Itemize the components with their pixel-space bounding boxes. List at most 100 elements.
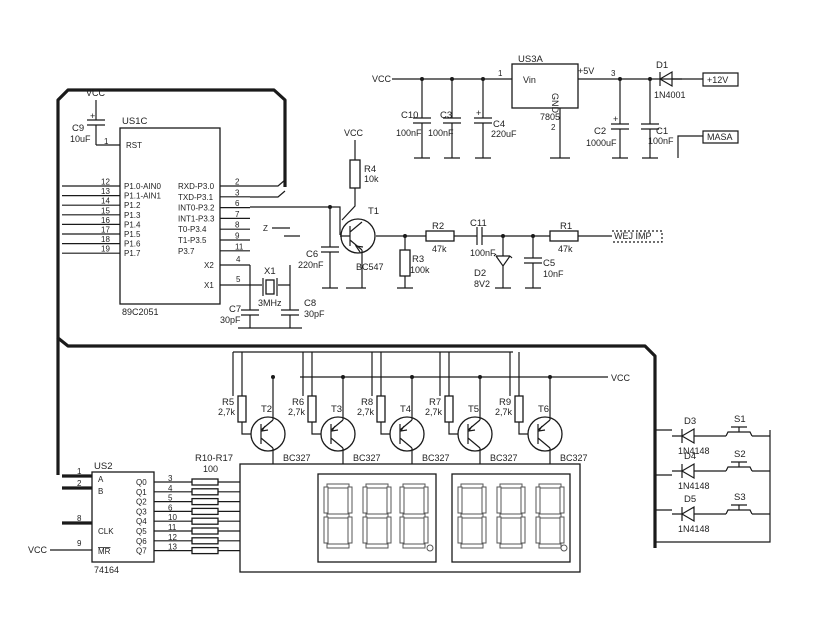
mcu-pin-num: 12: [101, 178, 110, 187]
r1-value: 47k: [558, 244, 573, 254]
regulator-pin3: 3: [611, 69, 616, 78]
mcu-x1-pin: 5: [236, 275, 241, 284]
input-stage: VCC R4 10k T1 BC547 C6 220nF R2 47k R3 1…: [250, 128, 663, 289]
x1-value: 3MHz: [258, 298, 282, 308]
t1-value: BC547: [356, 262, 384, 272]
regulator-gnd: GND: [550, 93, 560, 114]
us2-output-num: 6: [168, 503, 173, 512]
mcu-pin-num: 3: [235, 188, 240, 197]
switch-diode-ref: D4: [684, 451, 696, 462]
mcu-x2: X2: [204, 261, 214, 270]
c9-value: 10uF: [70, 134, 91, 144]
driver-transistor: [250, 416, 286, 452]
switch-ref: S3: [734, 492, 746, 503]
mcu-pin-name: T1-P3.5: [178, 236, 207, 245]
regulator-part: 7805: [540, 112, 560, 122]
r4-value: 10k: [364, 174, 379, 184]
mcu-pin-name: INT1-P3.3: [178, 214, 215, 223]
switch-diode-value: 1N4148: [678, 524, 710, 534]
switch-diode-value: 1N4148: [678, 446, 710, 456]
us2-a: A: [98, 475, 104, 484]
c6-value: 220nF: [298, 260, 324, 270]
base-resistor-ref: R7: [429, 397, 441, 408]
base-resistor-value: 2,7k: [495, 407, 513, 417]
us2-output-name: Q0: [136, 478, 147, 487]
mcu-pin-num: 17: [101, 226, 110, 235]
mcu-z-label: Z: [263, 224, 268, 233]
mcu-pin-num: 18: [101, 235, 110, 244]
vcc-mr-label: VCC: [28, 545, 48, 555]
seven-segment-digit: [362, 483, 392, 549]
mcu-rst-pin: 1: [104, 137, 109, 146]
mcu-pin-num: 16: [101, 216, 110, 225]
array-resistor: [191, 517, 219, 525]
base-resistor-ref: R6: [292, 397, 304, 408]
power-supply-section: VCC 1 US3A Vin 7805 GND 2 3 +5V C10 100n…: [372, 54, 739, 159]
driver-transistor-value: BC327: [560, 453, 588, 463]
us2-output-name: Q3: [136, 507, 147, 516]
c4-ref: C4: [493, 119, 505, 130]
array-resistor: [191, 478, 219, 486]
us2-clk-pin: 8: [77, 514, 82, 523]
us2-b-pin: 2: [77, 479, 82, 488]
seven-segment-digit: [496, 483, 526, 549]
us2-output-num: 11: [168, 523, 177, 532]
us2-output-name: Q5: [136, 527, 147, 536]
c5-ref: C5: [543, 258, 555, 269]
mcu-x2-pin: 4: [236, 255, 241, 264]
regulator-ref: US3A: [518, 54, 543, 65]
resistor-array-ref: R10-R17: [195, 453, 233, 464]
us2-output-num: 5: [168, 494, 173, 503]
mcu-pin-name: RXD-P3.0: [178, 182, 215, 191]
c5-value: 10nF: [543, 269, 564, 279]
us2-output-name: Q7: [136, 547, 147, 556]
base-resistor-value: 2,7k: [288, 407, 306, 417]
c11-ref: C11: [470, 218, 487, 229]
mcu-part: 89C2051: [122, 307, 159, 317]
base-resistor-value: 2,7k: [218, 407, 236, 417]
d1-value: 1N4001: [654, 90, 686, 100]
vcc-r4-label: VCC: [344, 128, 364, 138]
base-resistor: [376, 395, 386, 423]
driver-transistor-value: BC327: [353, 453, 381, 463]
base-resistor: [307, 395, 317, 423]
driver-transistor-ref: T4: [400, 404, 411, 415]
driver-transistor-value: BC327: [283, 453, 311, 463]
array-resistor: [191, 497, 219, 506]
mcu-pin-num: 15: [101, 206, 110, 215]
us2-mr: MR: [98, 547, 111, 556]
seven-segment-displays: [317, 473, 571, 563]
us2-output-name: Q6: [136, 537, 147, 546]
r1-ref: R1: [560, 221, 572, 232]
switch-ref: S2: [734, 449, 746, 460]
us2-ref: US2: [94, 461, 112, 472]
mcu-pin-name: P1.0-AIN0: [124, 182, 161, 191]
us2-output-name: Q1: [136, 488, 147, 497]
base-resistor-ref: R9: [499, 397, 511, 408]
driver-transistor-ref: T3: [331, 404, 342, 415]
r4-ref: R4: [364, 164, 376, 175]
us2-box: [91, 471, 155, 563]
t1-ref: T1: [368, 206, 379, 217]
d2-ref: D2: [474, 268, 486, 279]
c4-value: 220uF: [491, 129, 517, 139]
us2-output-num: 10: [168, 513, 177, 522]
us2-output-num: 12: [168, 533, 177, 542]
mcu-pin-num: 8: [235, 221, 240, 230]
mcu-pin-name: P1.1-AIN1: [124, 192, 161, 201]
array-resistor: [191, 507, 219, 516]
c10-ref: C10: [401, 110, 418, 121]
us2-output-num: 4: [168, 484, 173, 493]
base-resistor-value: 2,7k: [425, 407, 443, 417]
mcu-rst-label: RST: [126, 141, 142, 150]
seven-segment-digit: [399, 483, 429, 549]
regulator-vin: Vin: [523, 75, 536, 85]
mcu-pin-name: P1.7: [124, 249, 141, 258]
